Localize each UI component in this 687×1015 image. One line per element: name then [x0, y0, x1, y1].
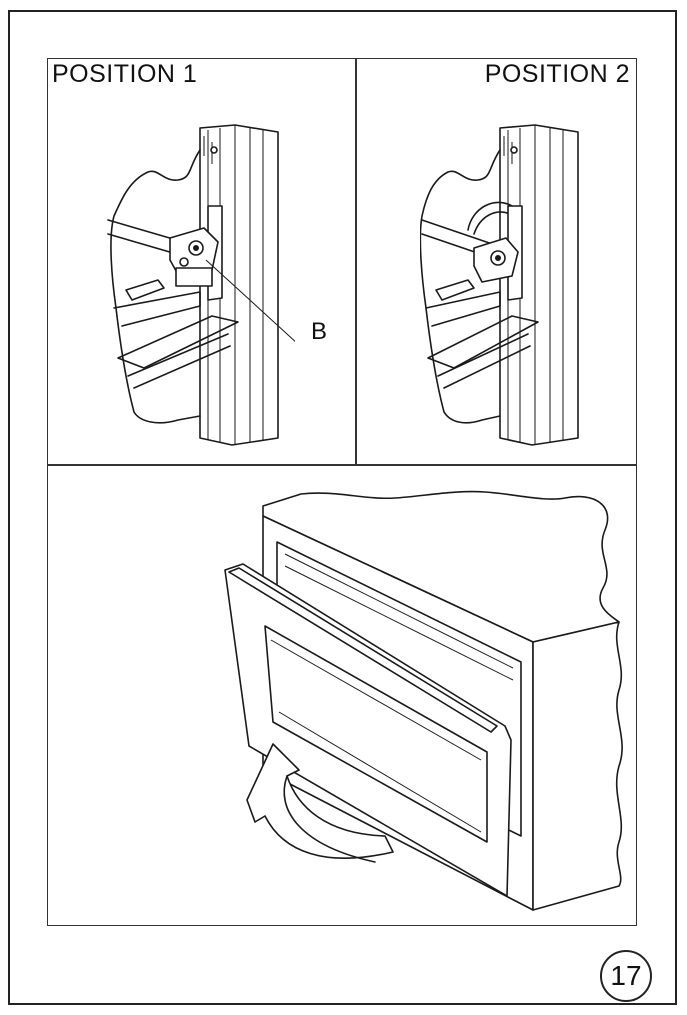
callout-b-label: B [311, 318, 328, 345]
page-number: 17 [610, 960, 642, 991]
figure-frame [47, 58, 637, 926]
panel-divider-horizontal [47, 464, 637, 466]
oven-door-removal-illustration [224, 490, 623, 911]
hinge-position-1-illustration [107, 124, 295, 446]
position-2-label: POSITION 2 [484, 60, 630, 88]
page-number-badge: 17 [600, 950, 652, 1002]
hinge-position-2-illustration [420, 124, 579, 446]
position-1-label: POSITION 1 [52, 60, 198, 88]
panel-divider-vertical [355, 58, 357, 464]
